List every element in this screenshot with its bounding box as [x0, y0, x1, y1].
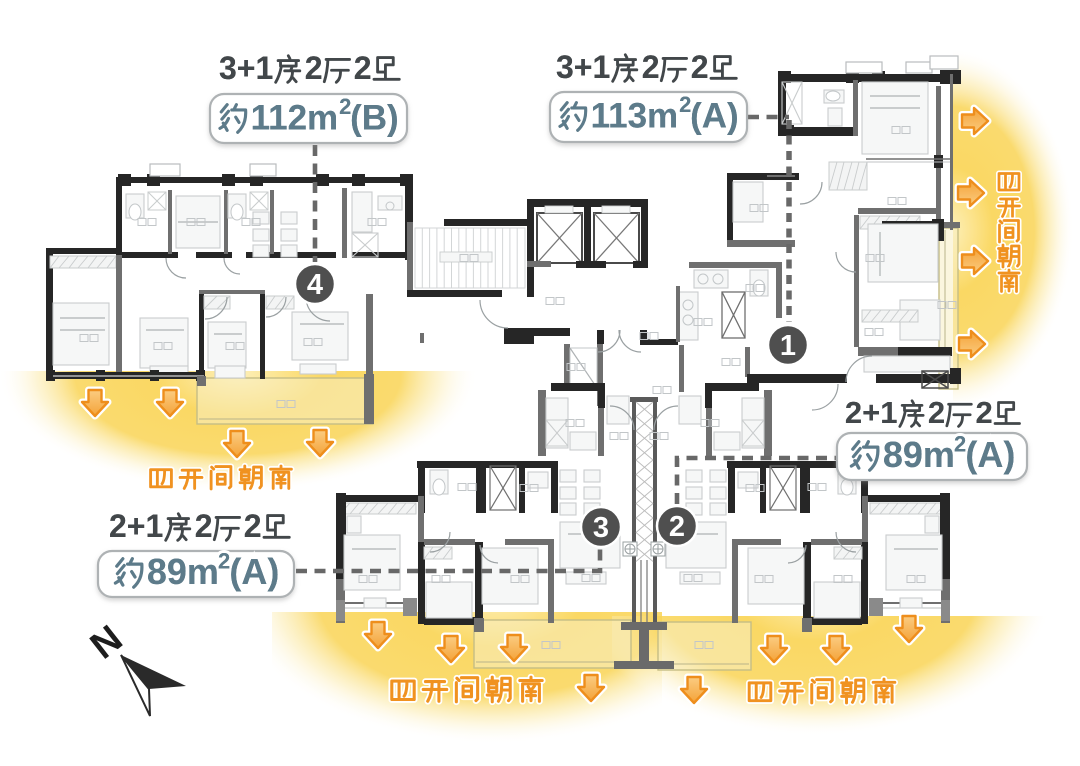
svg-text:2: 2	[669, 511, 685, 543]
svg-text:2: 2	[339, 94, 351, 119]
svg-text:112m: 112m	[251, 98, 339, 137]
svg-text:3+1: 3+1	[219, 50, 273, 86]
svg-text:(A): (A)	[229, 551, 279, 592]
svg-text:2: 2	[195, 508, 213, 544]
svg-text:2: 2	[976, 395, 993, 430]
svg-text:(B): (B)	[350, 98, 399, 137]
svg-text:2: 2	[354, 50, 372, 86]
svg-text:2: 2	[928, 395, 945, 430]
svg-text:(A): (A)	[965, 434, 1015, 475]
svg-text:3+1: 3+1	[556, 49, 610, 85]
svg-text:2: 2	[642, 49, 660, 85]
svg-text:2: 2	[305, 50, 323, 86]
svg-text:113m: 113m	[591, 96, 679, 135]
svg-text:2: 2	[218, 549, 230, 574]
svg-text:(A): (A)	[690, 96, 739, 135]
svg-text:2: 2	[339, 94, 351, 119]
svg-text:2: 2	[218, 549, 230, 574]
svg-text:4: 4	[307, 269, 323, 301]
svg-text:(A): (A)	[690, 96, 739, 135]
svg-text:2: 2	[354, 50, 372, 86]
svg-text:2: 2	[691, 49, 709, 85]
svg-text:89m: 89m	[147, 551, 219, 592]
svg-text:89m: 89m	[883, 434, 955, 475]
svg-text:(B): (B)	[350, 98, 399, 137]
svg-text:2: 2	[305, 50, 323, 86]
svg-text:2: 2	[679, 92, 691, 117]
svg-text:89m: 89m	[883, 434, 955, 475]
svg-text:3+1: 3+1	[556, 49, 610, 85]
svg-text:89m: 89m	[147, 551, 219, 592]
svg-text:2: 2	[954, 432, 966, 457]
svg-text:2: 2	[691, 49, 709, 85]
svg-text:(A): (A)	[965, 434, 1015, 475]
svg-text:(A): (A)	[229, 551, 279, 592]
svg-text:113m: 113m	[591, 96, 679, 135]
svg-text:1: 1	[780, 330, 796, 362]
svg-text:3+1: 3+1	[219, 50, 273, 86]
svg-text:2+1: 2+1	[109, 508, 163, 544]
svg-text:2: 2	[244, 508, 262, 544]
svg-text:2+1: 2+1	[109, 508, 163, 544]
svg-text:2: 2	[244, 508, 262, 544]
svg-text:2: 2	[954, 432, 966, 457]
svg-text:2+1: 2+1	[845, 395, 898, 430]
svg-text:112m: 112m	[251, 98, 339, 137]
svg-text:2+1: 2+1	[845, 395, 898, 430]
svg-text:3: 3	[593, 512, 609, 544]
svg-text:2: 2	[679, 92, 691, 117]
svg-text:2: 2	[976, 395, 993, 430]
